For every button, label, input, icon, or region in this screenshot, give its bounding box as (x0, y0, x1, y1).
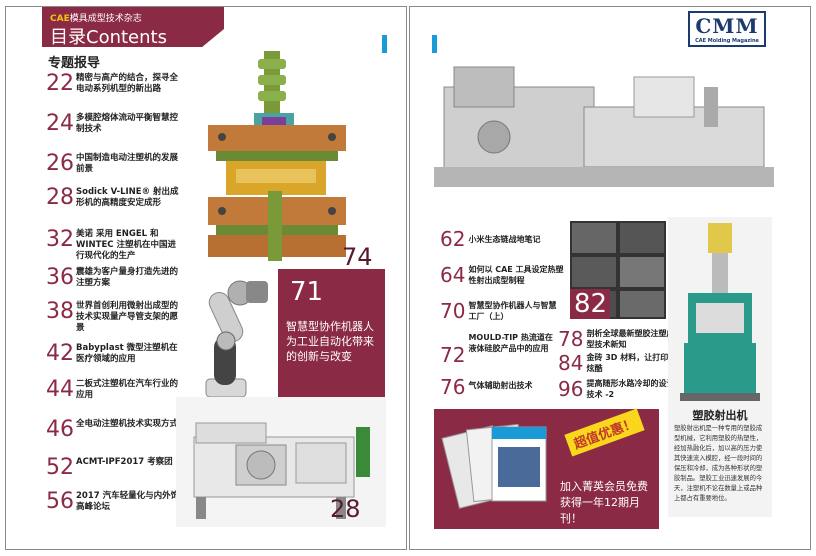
blue-accent-bar (382, 35, 387, 53)
feature-82-box (570, 289, 610, 319)
membership-promo[interactable]: 超值优惠！ 加入菁英会员免费获得一年12期月刊！ (434, 408, 659, 529)
magazine-name: CAE模具成型技术杂志 (50, 14, 142, 24)
feature-box-71[interactable]: 71 智慧型协作机器人为工业自动化带来的创新与改变 (278, 269, 385, 399)
sodick-machine-image (176, 397, 386, 527)
feature-page-28: 28 (330, 495, 361, 523)
side-panel-title: 塑胶射出机 (692, 409, 748, 422)
vertical-machine-image (680, 223, 760, 401)
side-panel-text: 塑胶射出机是一种专用的塑胶成型机械，它利用塑胶的热塑性，经加热融化后，加以高的压… (674, 425, 763, 502)
promo-badge: 超值优惠！ (564, 408, 645, 457)
promo-text: 加入菁英会员免费获得一年12期月刊！ (560, 480, 648, 525)
injection-machine-image (434, 66, 774, 187)
feature-page-74: 74 (342, 243, 373, 271)
page-title: 目录Contents (50, 27, 167, 48)
magazine-covers-image (441, 423, 547, 509)
side-panel: 塑胶射出机 塑胶射出机是一种专用的塑胶成型机械，它利用塑胶的热塑性，经加热融化后… (668, 217, 772, 517)
section-heading: 专题报导 (48, 56, 101, 71)
robot-arm-image (205, 280, 268, 398)
header-banner: CAE模具成型技术杂志 目录Contents (42, 7, 224, 47)
mold-illustration (208, 51, 346, 261)
feature-page-82: 82 (574, 289, 608, 319)
blue-accent-bar (432, 35, 437, 53)
cmm-logo: CMM CAE Molding Magazine (688, 11, 766, 47)
